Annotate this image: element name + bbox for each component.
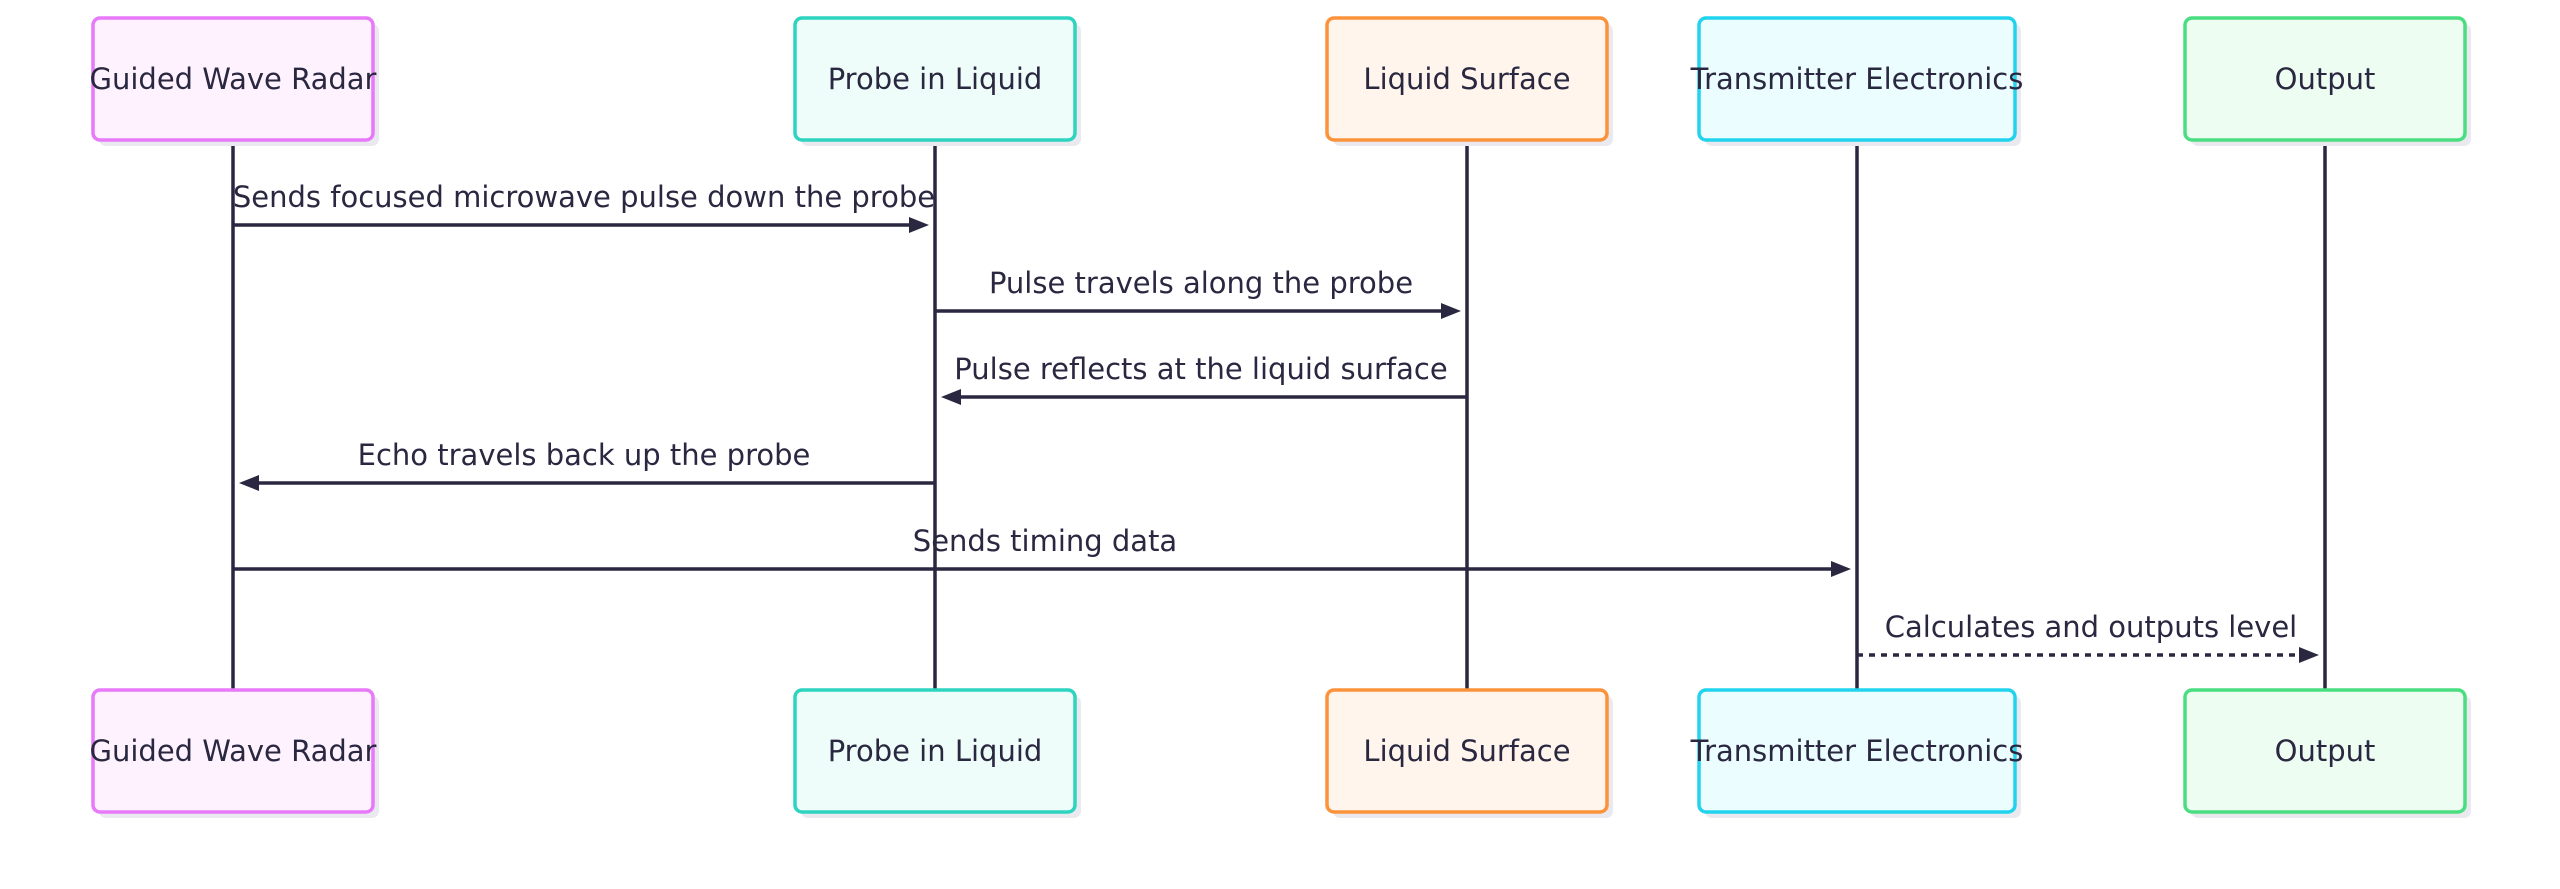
message-label: Pulse reflects at the liquid surface [954, 352, 1447, 386]
actor-out-top[interactable]: Output [2183, 16, 2471, 146]
actor-tx-top[interactable]: Transmitter Electronics [1690, 16, 2024, 146]
actor-box [91, 688, 375, 814]
message-label: Pulse travels along the probe [989, 266, 1413, 300]
actor-box [1697, 688, 2017, 814]
arrowhead-icon [909, 217, 929, 233]
actor-box [2183, 16, 2467, 142]
message-5: Sends timing data [233, 524, 1851, 577]
message-6: Calculates and outputs level [1857, 610, 2319, 663]
actor-box [793, 16, 1077, 142]
actor-label: Guided Wave Radar [90, 734, 377, 768]
actors-top: Guided Wave Radar Probe in Liquid Liquid S… [90, 16, 2471, 146]
actor-label: Liquid Surface [1363, 62, 1570, 96]
message-1: Sends focused microwave pulse down the p… [233, 180, 935, 233]
actor-box [2183, 688, 2467, 814]
message-label: Calculates and outputs level [1885, 610, 2298, 644]
actor-label: Liquid Surface [1363, 734, 1570, 768]
arrowhead-icon [1441, 303, 1461, 319]
actor-label: Transmitter Electronics [1690, 734, 2024, 768]
actor-label: Guided Wave Radar [90, 62, 377, 96]
actor-box [91, 16, 375, 142]
actor-surface-bottom[interactable]: Liquid Surface [1325, 688, 1613, 818]
message-4: Echo travels back up the probe [239, 438, 935, 491]
actors-bottom: Guided Wave Radar Probe in Liquid Liquid S… [90, 688, 2471, 818]
actor-out-bottom[interactable]: Output [2183, 688, 2471, 818]
actor-box [1325, 16, 1609, 142]
message-2: Pulse travels along the probe [935, 266, 1461, 319]
lifelines [231, 140, 2327, 690]
actor-surface-top[interactable]: Liquid Surface [1325, 16, 1613, 146]
arrowhead-icon [239, 475, 259, 491]
message-3: Pulse reflects at the liquid surface [941, 352, 1467, 405]
actor-gwr-bottom[interactable]: Guided Wave Radar [90, 688, 379, 818]
message-label: Sends focused microwave pulse down the p… [233, 180, 935, 214]
actor-probe-bottom[interactable]: Probe in Liquid [793, 688, 1081, 818]
actor-probe-top[interactable]: Probe in Liquid [793, 16, 1081, 146]
actor-box [1325, 688, 1609, 814]
message-label: Echo travels back up the probe [358, 438, 811, 472]
actor-gwr-top[interactable]: Guided Wave Radar [90, 16, 379, 146]
actor-box [793, 688, 1077, 814]
actor-label: Output [2275, 734, 2376, 768]
actor-box [1697, 16, 2017, 142]
arrowhead-icon [941, 389, 961, 405]
actor-label: Probe in Liquid [828, 734, 1043, 768]
actor-label: Transmitter Electronics [1690, 62, 2024, 96]
message-label: Sends timing data [913, 524, 1177, 558]
actor-label: Probe in Liquid [828, 62, 1043, 96]
arrowhead-icon [2299, 647, 2319, 663]
actor-tx-bottom[interactable]: Transmitter Electronics [1690, 688, 2024, 818]
arrowhead-icon [1831, 561, 1851, 577]
actor-label: Output [2275, 62, 2376, 96]
messages: Sends focused microwave pulse down the p… [233, 180, 2319, 663]
